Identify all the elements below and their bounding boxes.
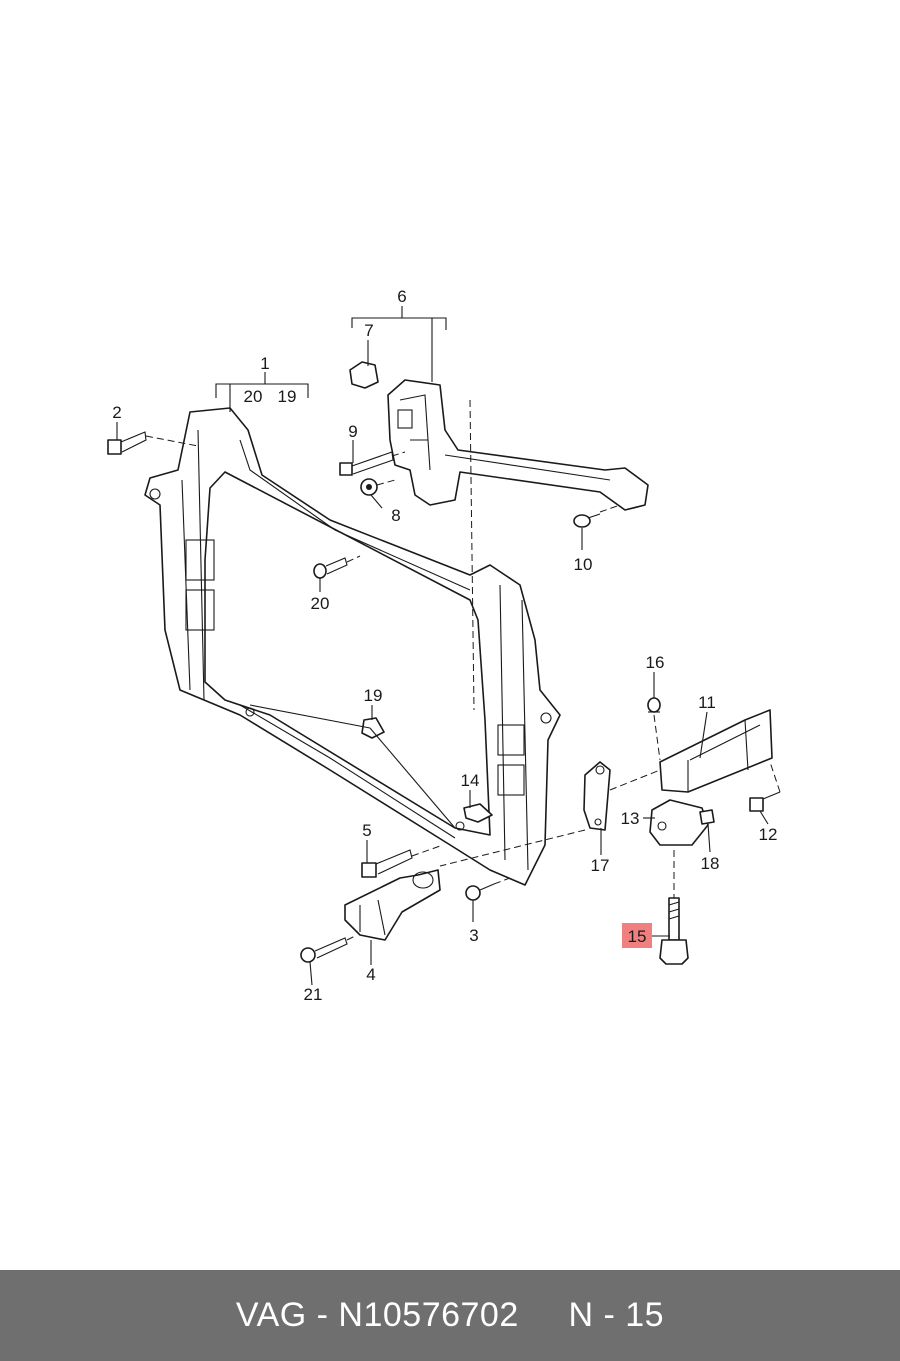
nut-10 <box>573 513 601 528</box>
callout-6: 6 <box>397 287 406 306</box>
footer-part-info: VAG - N10576702 N - 15 <box>235 1296 665 1334</box>
bolt-21 <box>300 937 348 963</box>
callout-20: 20 <box>311 594 330 613</box>
bolt-2 <box>107 431 147 455</box>
callout-1-sub-19: 19 <box>278 387 297 406</box>
bracket-17 <box>583 761 611 831</box>
bracket-4 <box>344 869 441 941</box>
bolt-15 <box>659 897 689 965</box>
callout-3: 3 <box>469 926 478 945</box>
clip-19 <box>361 717 385 739</box>
assembly-lines <box>145 399 781 941</box>
rivet-16 <box>647 697 661 713</box>
clip-14 <box>463 803 493 823</box>
callout-12: 12 <box>759 825 778 844</box>
callout-15: 15 <box>628 927 647 946</box>
callout-18: 18 <box>701 854 720 873</box>
callout-1: 1 <box>260 354 269 373</box>
callout-15-highlight <box>622 923 652 948</box>
callout-17: 17 <box>591 856 610 875</box>
callout-8: 8 <box>391 506 400 525</box>
callout-21: 21 <box>304 985 323 1004</box>
frame-opening <box>204 471 491 836</box>
footer-bar: VAG - N10576702 N - 15 <box>0 1270 900 1361</box>
radiator-support-frame <box>144 407 561 886</box>
parts-diagram: 1 20 19 2 3 4 5 6 7 8 9 10 11 12 13 14 1… <box>107 287 781 1004</box>
bolt-12 <box>749 791 781 812</box>
bolt-9 <box>339 451 394 476</box>
callout-4: 4 <box>366 965 375 984</box>
callout-16: 16 <box>646 653 665 672</box>
leader-lines <box>116 306 769 986</box>
callout-11: 11 <box>698 693 716 712</box>
callout-10: 10 <box>574 555 593 574</box>
bolt-5 <box>361 849 413 878</box>
callout-7: 7 <box>364 321 373 340</box>
clip-7 <box>349 361 379 389</box>
bolt-3 <box>465 883 495 901</box>
callout-1-sub-20: 20 <box>244 387 263 406</box>
callout-13: 13 <box>621 809 640 828</box>
callout-2: 2 <box>112 403 121 422</box>
crash-absorber-11 <box>659 709 773 793</box>
callout-labels: 1 20 19 2 3 4 5 6 7 8 9 10 11 12 13 14 1… <box>112 287 777 1004</box>
callout-19: 19 <box>364 686 383 705</box>
bracket-13-18 <box>649 799 715 846</box>
callout-9: 9 <box>348 422 357 441</box>
screw-8 <box>360 478 378 496</box>
callout-5: 5 <box>362 821 371 840</box>
crossmember-body <box>387 379 649 511</box>
lock-carrier-crossmember <box>387 379 649 511</box>
callout-14: 14 <box>461 771 480 790</box>
